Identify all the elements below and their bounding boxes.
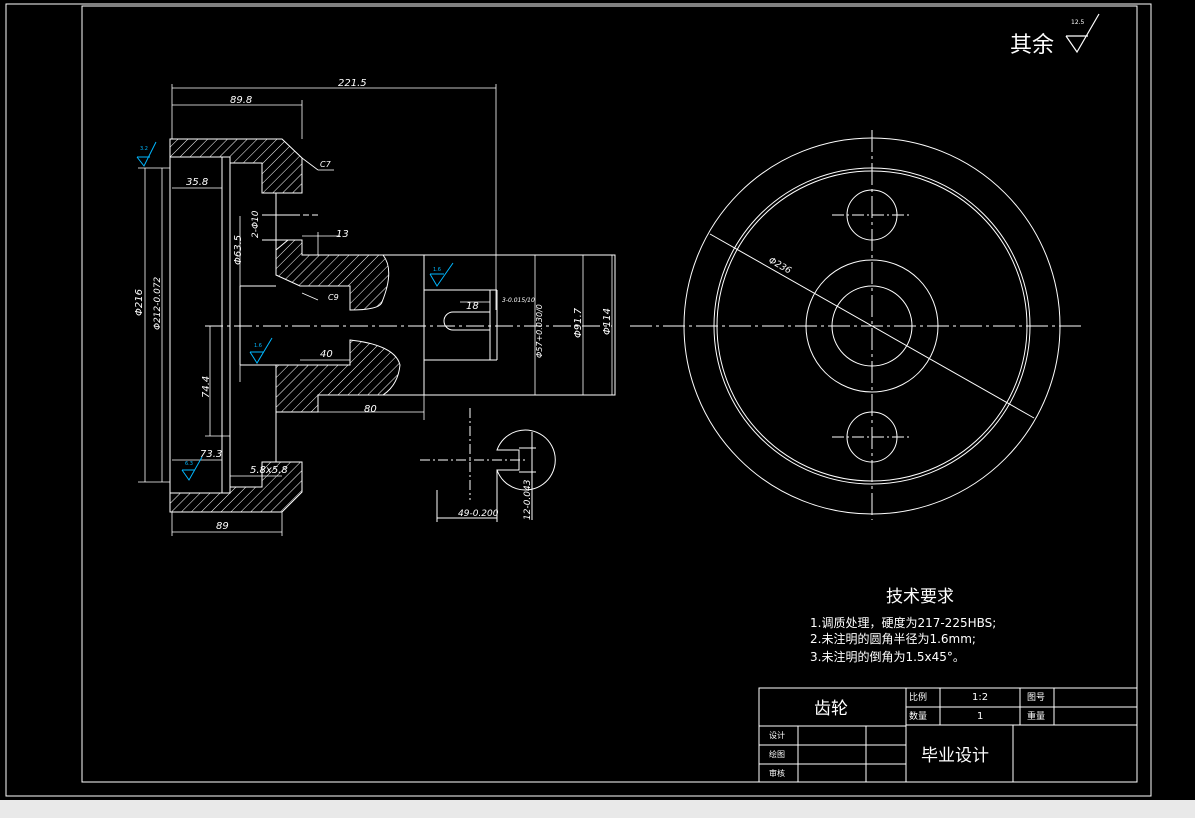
roughness-other: 其余 12.5 [1010,13,1100,58]
dim-91-7: Φ91.7 [573,307,584,338]
dim-bore-57: Φ57+0.030/0 [535,304,544,358]
title-block [758,687,1138,783]
scale-label: 比例 [909,691,927,703]
dim-section-49: 49-0.200 [458,509,499,519]
roughness-mid-icon [249,337,273,364]
section-view [169,138,616,513]
roughness-bottom-icon [181,456,203,481]
dim-114: Φ114 [602,308,613,335]
hatch-lower-hub [275,339,401,413]
requirement-3: 3.未注明的倒角为1.5x45°。 [810,649,965,664]
inner-frame [81,5,1138,783]
front-view [630,130,1082,520]
dim-89: 89 [216,521,229,532]
roughness-symbol-icon [1065,13,1100,54]
hatch-top-flange [169,138,303,194]
status-bar [0,800,1195,818]
dim-212: Φ212-0.072 [153,276,163,330]
dim-hub-length: 89.8 [230,95,252,106]
drawing-no-label: 图号 [1027,692,1045,703]
dim-key-tol: 3-0.015/10 [502,297,535,304]
requirements-title: 技术要求 [886,587,954,607]
dim-c7: C7 [320,160,332,169]
dim-groove: 5.8x5.8 [250,465,288,476]
weight-label: 重量 [1027,710,1045,722]
part-name: 齿轮 [814,699,848,719]
dim-overall-length: 221.5 [338,78,367,89]
rough-top-value: 3.2 [140,146,148,152]
roughness-top-icon [136,141,157,167]
dim-key-18: 18 [466,301,479,312]
rough-bottom-value: 6.3 [185,461,193,467]
shaft-section-labels: 49-0.200 12-0.043 [458,479,533,520]
dim-od-216: Φ216 [134,289,145,316]
roughness-other-value: 12.5 [1071,19,1085,26]
qty-label: 数量 [909,710,927,722]
dim-c9: C9 [328,293,339,302]
roughness-key-icon [429,262,454,287]
project-name: 毕业设计 [921,746,989,766]
section-dimension-labels: 221.5 89.8 C7 35.8 2-Φ10 13 Φ63.5 C9 40 … [134,78,613,532]
dim-bore-63-5: Φ63.5 [233,235,244,265]
roughness-other-label: 其余 [1010,33,1054,58]
roughness-symbols [136,141,454,481]
dim-2xd10: 2-Φ10 [251,210,261,238]
outer-frame [5,3,1152,797]
dim-73-3: 73.3 [200,449,222,460]
roughness-values: 3.2 1.6 6.3 1.6 [140,146,441,467]
qty-value: 1 [977,711,983,722]
technical-requirements: 技术要求 1.调质处理，硬度为217-225HBS; 2.未注明的圆角半径为1.… [810,587,996,664]
rough-mid-value: 1.6 [254,343,262,349]
check-label: 审核 [769,768,785,778]
requirement-1: 1.调质处理，硬度为217-225HBS; [810,615,996,630]
dim-13: 13 [336,229,349,240]
dim-40: 40 [320,349,333,360]
draw-label: 绘图 [769,749,785,759]
rough-key-value: 1.6 [433,267,441,273]
dim-section-12: 12-0.043 [523,479,533,520]
scale-value: 1:2 [972,692,988,703]
requirement-2: 2.未注明的圆角半径为1.6mm; [810,631,976,646]
shaft-section [420,408,556,522]
title-block-text: 齿轮 比例 1:2 图号 数量 1 重量 设计 绘图 审核 毕业设计 [769,691,1045,778]
section-dimensions [138,84,613,536]
dim-74-4: 74.4 [201,376,212,398]
dim-35-8: 35.8 [186,177,208,188]
dim-80: 80 [364,404,377,415]
design-label: 设计 [769,730,785,740]
